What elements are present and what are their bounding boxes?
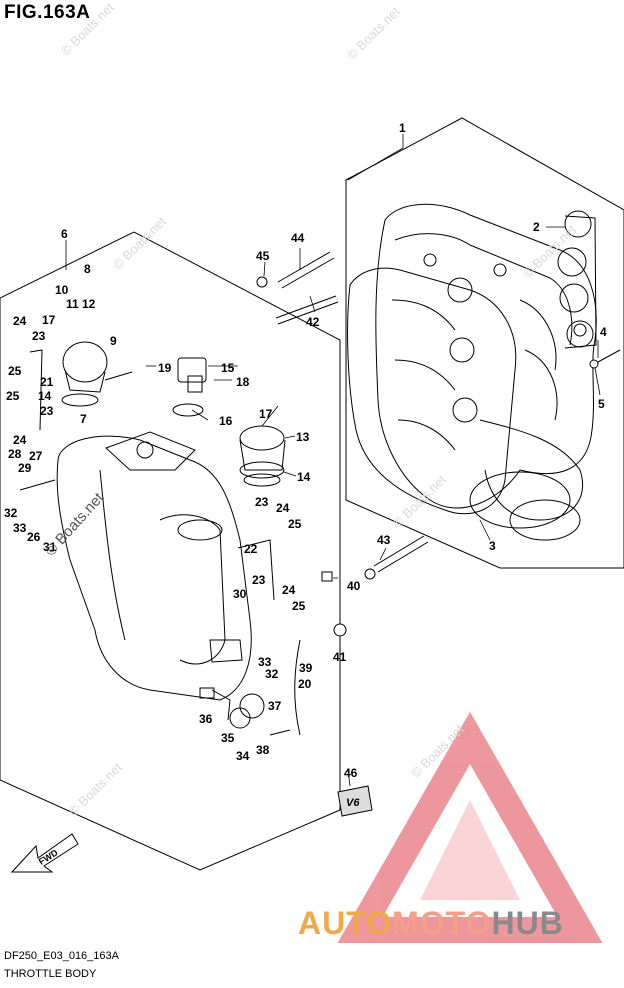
callout-labels: 1 2 3 4 5 6 7 8 9 10 11 12 13 14 14 15 1… [4, 121, 607, 780]
throttle-panel-outline [0, 231, 341, 871]
callout-34: 34 [236, 749, 250, 763]
callout-31: 31 [43, 540, 57, 554]
callout-20: 20 [298, 677, 312, 691]
callout-28: 28 [8, 447, 22, 461]
callout-10: 10 [55, 283, 69, 297]
brand-part-3: HUB [491, 905, 564, 941]
callout-1: 1 [399, 121, 406, 135]
callout-27: 27 [29, 449, 43, 463]
callout-15: 15 [221, 361, 235, 375]
callout-24-b: 24 [13, 433, 27, 447]
callout-9: 9 [110, 334, 117, 348]
callout-7: 7 [80, 412, 87, 426]
throttle-bore [239, 425, 286, 487]
callout-41: 41 [333, 650, 347, 664]
fasteners [256, 276, 621, 637]
callout-13: 13 [296, 430, 310, 444]
callout-38: 38 [256, 743, 270, 757]
callout-2: 2 [533, 220, 540, 234]
callout-6: 6 [61, 227, 68, 241]
callout-19: 19 [158, 361, 172, 375]
v6-badge-text: V6 [346, 797, 360, 809]
throttle-linkage [199, 639, 291, 736]
callout-23-a: 23 [32, 329, 46, 343]
callout-33-b: 33 [258, 655, 272, 669]
callout-36: 36 [199, 712, 213, 726]
leader-lines [65, 134, 601, 787]
callout-30: 30 [233, 587, 247, 601]
callout-3: 3 [489, 539, 496, 553]
callout-14-b: 14 [297, 470, 311, 484]
callout-26: 26 [27, 530, 41, 544]
callout-17-b: 17 [259, 407, 273, 421]
callout-46: 46 [344, 766, 358, 780]
v6-badge: V6 [337, 785, 373, 817]
intake-panel-outline [345, 117, 624, 569]
manifold-gasket [347, 267, 517, 515]
callout-23-c: 23 [255, 495, 269, 509]
callout-44: 44 [291, 231, 305, 245]
callout-39: 39 [299, 661, 313, 675]
callout-8: 8 [84, 262, 91, 276]
callout-14-a: 14 [38, 389, 52, 403]
callout-45: 45 [256, 249, 270, 263]
linkage-rods [19, 349, 301, 736]
callout-32-a: 32 [4, 506, 18, 520]
figure-caption: THROTTLE BODY [4, 968, 97, 980]
throttle-sensor [172, 357, 207, 417]
drawing-code: DF250_E03_016_163A [4, 950, 119, 962]
brand-part-2: MOTO [392, 905, 492, 941]
callout-17-a: 17 [42, 313, 56, 327]
callout-25-c: 25 [288, 517, 302, 531]
callout-18: 18 [236, 375, 250, 389]
fwd-arrow: FWD [10, 833, 79, 873]
callout-11: 11 [66, 297, 79, 311]
callout-32-b: 32 [265, 667, 279, 681]
callout-22: 22 [244, 542, 258, 556]
callout-23-b: 23 [40, 404, 54, 418]
callout-33-a: 33 [13, 521, 27, 535]
brand-wordmark: AUTOMOTOHUB [298, 905, 564, 942]
callout-43: 43 [377, 533, 391, 547]
callout-37: 37 [268, 699, 282, 713]
callout-25-b: 25 [6, 389, 20, 403]
callout-29: 29 [18, 461, 32, 475]
callout-42: 42 [306, 315, 320, 329]
long-bolts [275, 251, 429, 573]
callout-16: 16 [219, 414, 233, 428]
callout-25-a: 25 [8, 364, 22, 378]
callout-40: 40 [347, 579, 361, 593]
callout-4: 4 [600, 325, 607, 339]
throttle-body-housing [56, 431, 252, 701]
callout-24-c: 24 [276, 501, 290, 515]
o-ring-gasket-set [557, 210, 597, 349]
callout-35: 35 [221, 731, 235, 745]
throttle-actuator [61, 341, 133, 407]
brand-triangle-logo [337, 711, 603, 943]
callout-24-d: 24 [282, 583, 296, 597]
callout-21: 21 [40, 375, 54, 389]
callout-24-a: 24 [13, 314, 27, 328]
callout-23-d: 23 [252, 573, 266, 587]
callout-12: 12 [82, 297, 96, 311]
fig-title: FIG.163A [4, 2, 91, 23]
brand-part-1: AUTO [298, 905, 393, 941]
callout-5: 5 [598, 397, 605, 411]
intake-manifold [375, 203, 597, 541]
callout-25-d: 25 [292, 599, 306, 613]
